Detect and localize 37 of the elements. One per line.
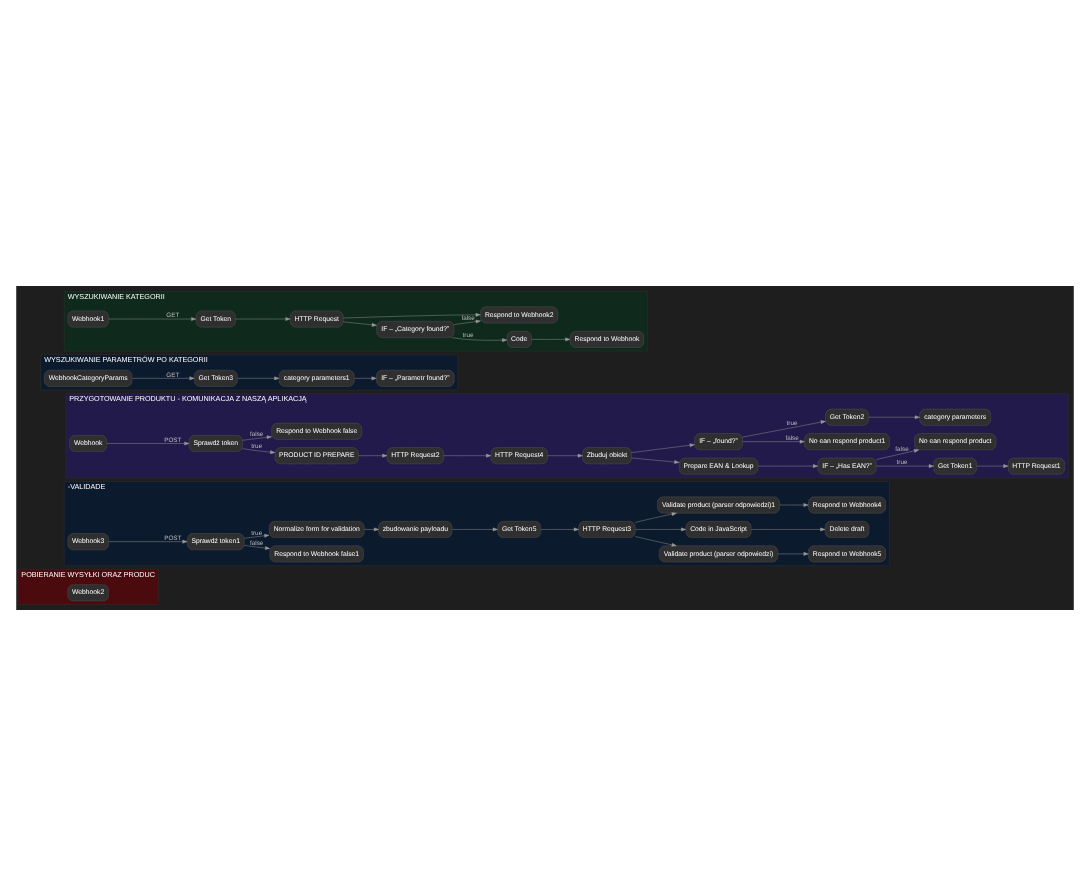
arrow <box>108 539 188 544</box>
arrow <box>635 527 687 532</box>
arrow <box>237 376 280 381</box>
arrow <box>108 317 197 321</box>
arrow <box>343 321 377 327</box>
arrow <box>750 527 826 532</box>
arrow <box>868 415 920 420</box>
arrow <box>757 464 818 468</box>
arrow <box>631 457 680 464</box>
arrow <box>242 435 272 441</box>
arrow <box>742 439 805 444</box>
arrow <box>635 536 677 547</box>
arrow <box>531 337 571 342</box>
arrow <box>779 503 809 507</box>
arrow <box>244 533 270 539</box>
arrow <box>451 527 498 532</box>
arrow <box>451 337 508 342</box>
arrow <box>354 376 377 381</box>
arrow <box>364 527 379 532</box>
arrow <box>876 464 934 468</box>
arrow <box>742 420 826 438</box>
arrow <box>106 441 190 446</box>
arrow <box>777 552 809 556</box>
arrow <box>631 443 695 453</box>
arrow <box>540 527 579 532</box>
arrow <box>443 453 492 458</box>
arrow <box>876 449 920 460</box>
arrow <box>547 453 583 458</box>
arrow <box>235 317 291 321</box>
arrow <box>132 376 195 381</box>
arrow <box>976 464 1009 468</box>
arrow <box>242 448 276 454</box>
arrow <box>244 545 271 550</box>
arrow <box>343 313 481 319</box>
arrow <box>358 453 388 458</box>
arrow <box>453 319 481 325</box>
arrow <box>635 512 677 523</box>
